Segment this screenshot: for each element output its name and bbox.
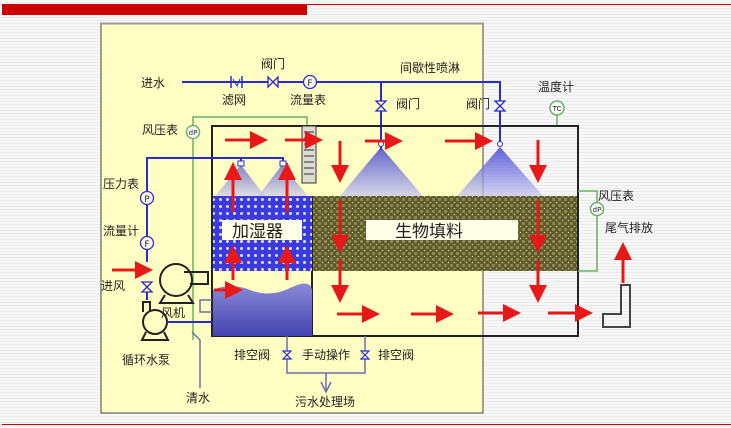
flow-meter-label: 流量计 [103,224,139,238]
valve-label: 阀门 [261,56,285,71]
flow-meter-icon: F [139,235,155,251]
bioreactor-vessel [211,125,579,337]
spray-valve-icon[interactable] [493,100,507,112]
drain-valve-label: 排空阀 [234,348,270,362]
flow-meter-label: 流量表 [290,93,326,107]
drain-valve-label: 排空阀 [378,348,414,362]
svg-text:TC: TC [552,105,562,113]
air-pressure-gauge-label: 风压表 [598,189,634,203]
footer-rule [2,424,731,425]
drain-valve-icon[interactable] [281,350,293,360]
air-inlet-label: 进风 [101,279,125,293]
bio-packing-label: 生物填料 [395,222,463,242]
spray-valve-icon[interactable] [374,100,388,112]
exhaust-label: 尾气排放 [605,220,653,235]
air-pressure-gauge-icon: dP [589,201,605,217]
intermittent-spray-label: 间歇性喷淋 [400,61,460,75]
spray-valve-label: 阀门 [396,96,420,111]
humidifier-label: 加湿器 [232,222,283,242]
filter-screen-label: 滤网 [222,93,246,107]
fan-label: 风机 [161,306,185,320]
pump-valve-icon[interactable] [140,281,154,293]
pressure-gauge-label: 压力表 [103,177,139,191]
thermometer-icon: TC [549,100,565,116]
spray-valve-label: 阀门 [466,96,490,111]
fan-icon [158,263,209,304]
valve-icon[interactable] [267,75,279,89]
manual-operation-label: 手动操作 [302,347,350,362]
clean-water-label: 清水 [186,391,210,405]
svg-text:F: F [307,79,312,89]
circulating-pump-label: 循环水泵 [122,353,170,367]
flow-meter-icon: F [302,74,318,90]
svg-text:dP: dP [189,129,198,137]
air-pressure-gauge-icon: dP [185,124,201,140]
pressure-gauge-icon: P [139,190,155,206]
title-rule [307,4,731,5]
air-pressure-gauge-label: 风压表 [142,123,178,137]
title-accent-bar [2,4,307,15]
water-inlet-label: 进水 [141,76,165,90]
drain-valve-icon[interactable] [359,350,371,360]
filter-screen-icon [230,76,243,88]
exhaust-stack [602,284,631,328]
svg-text:dP: dP [593,206,602,214]
air-flow-arrows [112,131,632,323]
svg-text:P: P [144,195,150,205]
svg-text:F: F [144,240,149,250]
thermometer-label: 温度计 [538,79,574,94]
sewage-treatment-label: 污水处理场 [295,395,355,409]
